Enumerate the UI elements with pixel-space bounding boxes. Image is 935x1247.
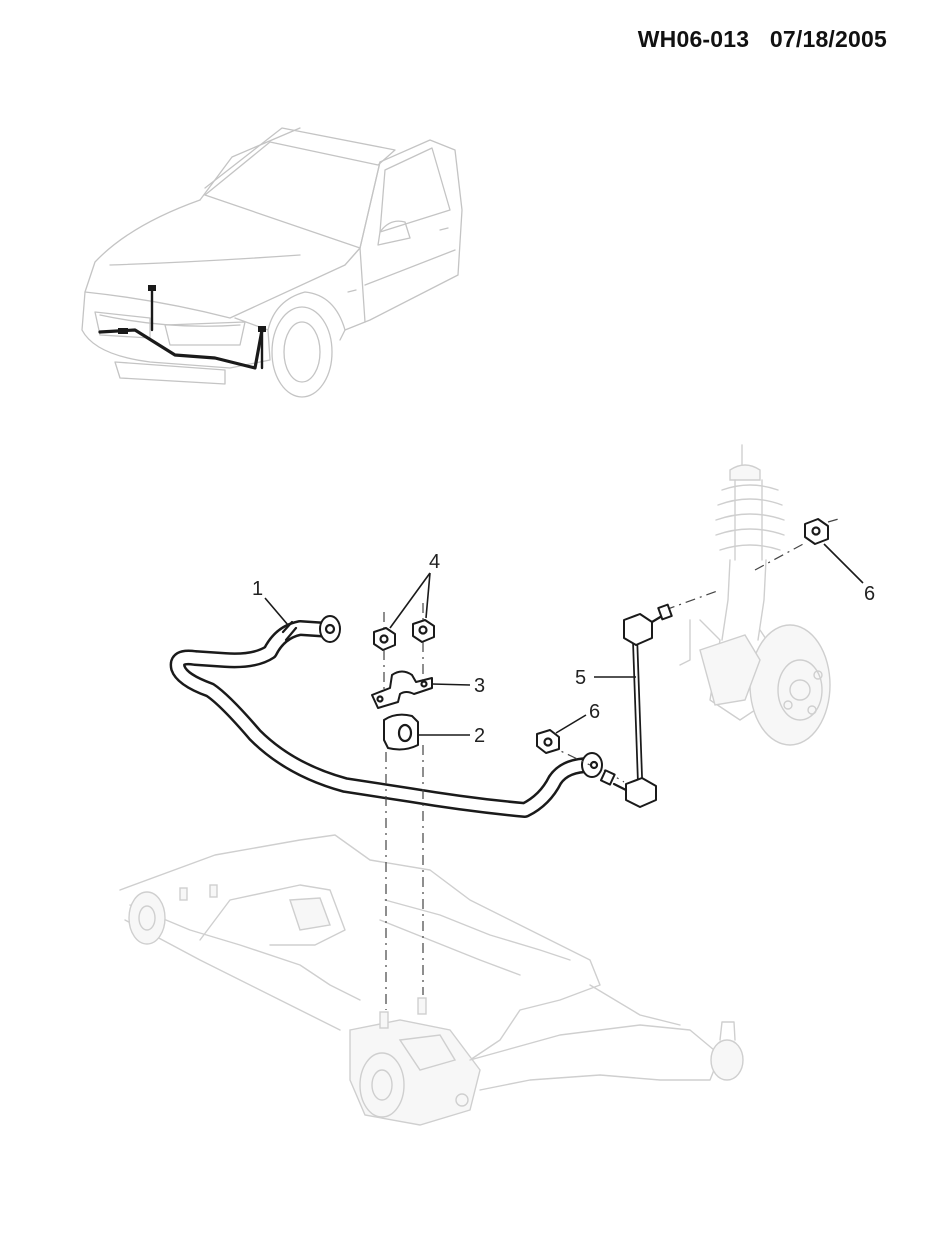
assembly-axis-lines [383, 517, 843, 1010]
vehicle-locator-illustration [81, 127, 463, 398]
svg-text:3: 3 [474, 675, 485, 697]
subframe-ghost [119, 834, 744, 1126]
svg-text:6: 6 [864, 583, 875, 605]
diagram-date: 07/18/2005 [769, 26, 887, 52]
svg-text:4: 4 [429, 551, 440, 573]
callout-2: 2 [418, 725, 485, 747]
bracket-nuts [373, 603, 435, 651]
callout-3: 3 [431, 675, 485, 697]
stabilizer-insulator [383, 713, 419, 751]
strut-hub-ghost [679, 444, 831, 746]
stabilizer-bracket [371, 670, 433, 709]
callout-4: 4 [389, 551, 440, 629]
callout-6-lower: 6 [555, 701, 600, 734]
callout-6-upper: 6 [823, 543, 875, 605]
link-nut-lower [536, 729, 560, 754]
svg-text:5: 5 [575, 667, 586, 689]
callout-5: 5 [575, 667, 636, 689]
svg-text:2: 2 [474, 725, 485, 747]
stabilizer-shaft [169, 615, 603, 818]
stabilizer-link [599, 603, 673, 808]
svg-text:1: 1 [252, 578, 263, 600]
svg-text:6: 6 [589, 701, 600, 723]
diagram-code: WH06-013 [637, 26, 750, 52]
callout-1: 1 [252, 578, 289, 626]
diagram-header: WH06-013 07/18/2005 [638, 26, 887, 53]
link-nut-upper [804, 518, 829, 545]
